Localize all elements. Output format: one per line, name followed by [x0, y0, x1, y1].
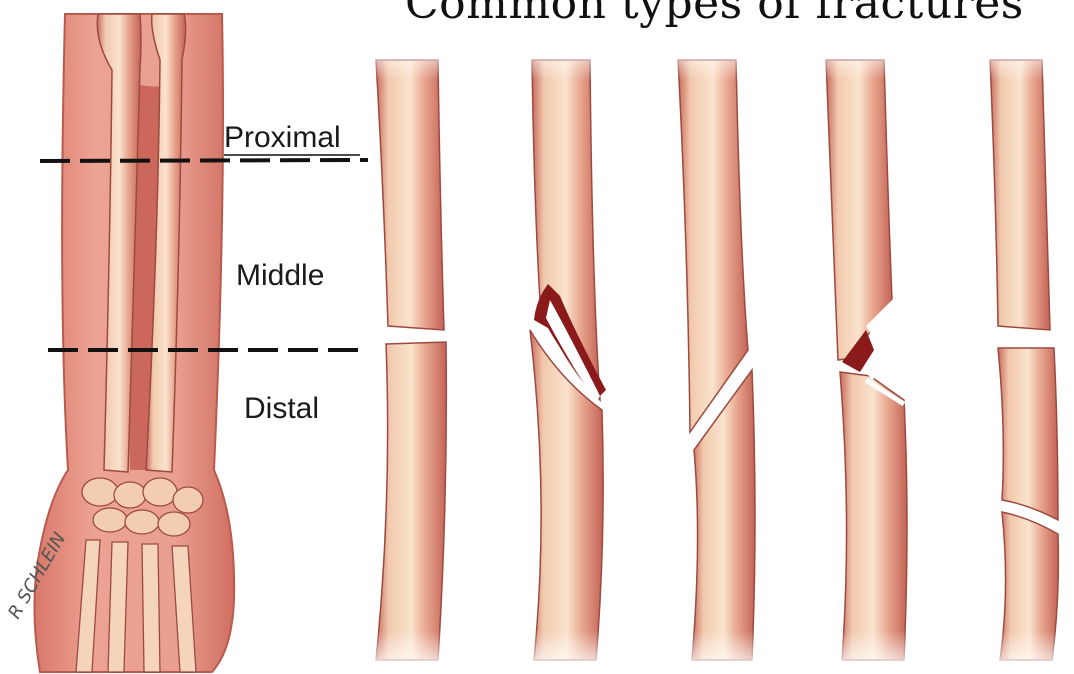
bone-segment — [376, 60, 444, 330]
bottom-fade — [370, 630, 1074, 674]
label-proximal: Proximal — [224, 121, 341, 155]
bone-segmental-fracture — [990, 60, 1058, 660]
bone-comminuted-fracture — [530, 60, 606, 660]
signature-text: R SCHLEIN — [8, 529, 70, 623]
bone-oblique-fracture — [678, 60, 755, 660]
bone-segment — [840, 372, 907, 660]
label-middle: Middle — [236, 259, 324, 293]
bone-segment — [376, 342, 446, 660]
bone-transverse-fracture — [376, 60, 446, 660]
proximal-line — [40, 160, 368, 161]
bone-wedge-fracture — [826, 60, 907, 660]
page-title: Common types of fractures — [405, 0, 1005, 29]
artist-signature: R SCHLEIN — [8, 520, 98, 640]
top-fade — [370, 40, 1074, 80]
bone-segment — [998, 348, 1058, 520]
bone-segment — [990, 60, 1050, 330]
label-distal: Distal — [244, 392, 319, 426]
